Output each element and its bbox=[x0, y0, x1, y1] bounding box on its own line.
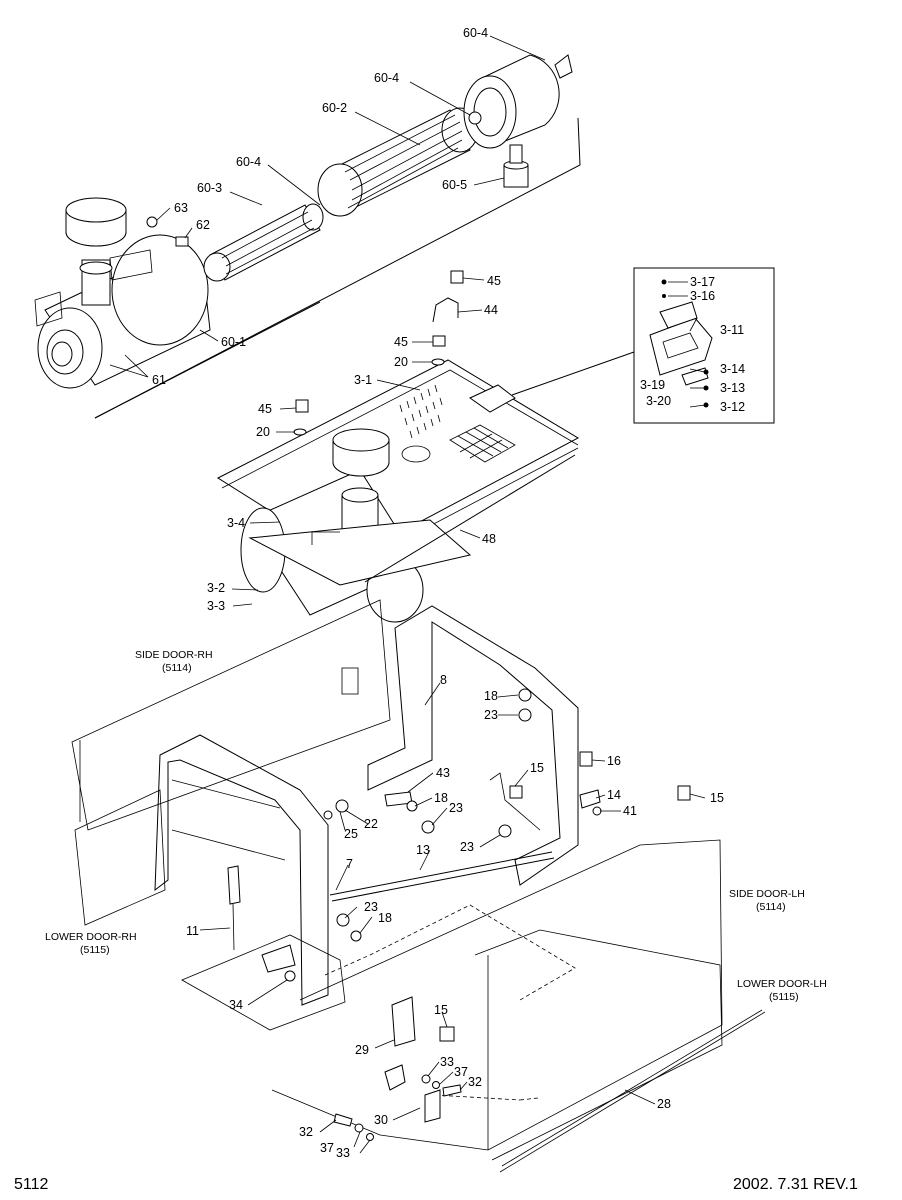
callout-18: 18 bbox=[434, 791, 448, 805]
callout-3-17: 3-17 bbox=[690, 275, 715, 289]
callout-22: 22 bbox=[364, 817, 378, 831]
callout-23: 23 bbox=[449, 801, 463, 815]
callout-11: 11 bbox=[186, 924, 199, 938]
door-labels: SIDE DOOR-RH (5114) LOWER DOOR-RH (5115)… bbox=[45, 649, 827, 1003]
leader-lines bbox=[109, 35, 706, 1154]
callout-18: 18 bbox=[484, 689, 498, 703]
callout-15: 15 bbox=[434, 1003, 448, 1017]
callout-3-4: 3-4 bbox=[227, 516, 245, 530]
label-side-door-rh: SIDE DOOR-RH bbox=[135, 649, 213, 661]
callout-62: 62 bbox=[196, 218, 210, 232]
callout-48: 48 bbox=[482, 532, 496, 546]
callout-63: 63 bbox=[174, 201, 188, 215]
callout-60-4: 60-4 bbox=[463, 26, 488, 40]
callout-16: 16 bbox=[607, 754, 621, 768]
callout-43: 43 bbox=[436, 766, 450, 780]
air-cleaner-assembly bbox=[34, 54, 581, 419]
side-door-lh bbox=[271, 839, 766, 1173]
hardware-parts bbox=[284, 270, 691, 1141]
callout-60-1: 60-1 bbox=[221, 335, 246, 349]
callout-44: 44 bbox=[484, 303, 498, 317]
callout-32: 32 bbox=[468, 1075, 482, 1089]
floor-plate bbox=[181, 934, 441, 1123]
callout-61: 61 bbox=[152, 373, 166, 387]
callout-29: 29 bbox=[355, 1043, 369, 1057]
callout-3-1: 3-1 bbox=[354, 373, 372, 387]
label-side-door-rh-ref: (5114) bbox=[162, 662, 192, 674]
callout-13: 13 bbox=[416, 843, 430, 857]
label-lower-door-rh-ref: (5115) bbox=[80, 944, 110, 956]
callout-60-2: 60-2 bbox=[322, 101, 347, 115]
callout-60-3: 60-3 bbox=[197, 181, 222, 195]
callout-15: 15 bbox=[710, 791, 724, 805]
callout-23: 23 bbox=[460, 840, 474, 854]
callout-20: 20 bbox=[256, 425, 270, 439]
latch-detail-inset bbox=[511, 267, 775, 424]
callout-3-2: 3-2 bbox=[207, 581, 225, 595]
callout-32: 32 bbox=[299, 1125, 313, 1139]
label-side-door-lh: SIDE DOOR-LH bbox=[729, 888, 805, 900]
callout-3-3: 3-3 bbox=[207, 599, 225, 613]
callout-45: 45 bbox=[394, 335, 408, 349]
side-door-rh bbox=[71, 599, 391, 926]
callout-45: 45 bbox=[487, 274, 501, 288]
callout-34: 34 bbox=[229, 998, 243, 1012]
callout-23: 23 bbox=[484, 708, 498, 722]
label-lower-door-lh: LOWER DOOR-LH bbox=[737, 978, 827, 990]
callout-3-19: 3-19 bbox=[640, 378, 665, 392]
callout-60-4: 60-4 bbox=[374, 71, 399, 85]
callout-60-4: 60-4 bbox=[236, 155, 261, 169]
page-code: 5112 bbox=[14, 1176, 49, 1193]
label-lower-door-lh-ref: (5115) bbox=[769, 991, 799, 1003]
callout-20: 20 bbox=[394, 355, 408, 369]
callout-3-16: 3-16 bbox=[690, 289, 715, 303]
callout-7: 7 bbox=[346, 857, 353, 871]
support-frame-8 bbox=[367, 605, 579, 886]
callout-labels: 60-4 60-4 60-2 60-4 60-3 60-5 63 62 60-1… bbox=[152, 26, 745, 1160]
callout-3-13: 3-13 bbox=[720, 381, 745, 395]
callout-41: 41 bbox=[623, 804, 637, 818]
callout-8: 8 bbox=[440, 673, 447, 687]
callout-25: 25 bbox=[344, 827, 358, 841]
callout-30: 30 bbox=[374, 1113, 388, 1127]
engine-hood-cover bbox=[216, 359, 580, 623]
callout-3-12: 3-12 bbox=[720, 400, 745, 414]
callout-33: 33 bbox=[336, 1146, 350, 1160]
support-frame-7 bbox=[154, 734, 555, 1006]
revision-date: 2002. 7.31 REV.1 bbox=[733, 1176, 858, 1193]
callout-60-5: 60-5 bbox=[442, 178, 467, 192]
callout-18: 18 bbox=[378, 911, 392, 925]
callout-37: 37 bbox=[454, 1065, 468, 1079]
callout-33: 33 bbox=[440, 1055, 454, 1069]
callout-23: 23 bbox=[364, 900, 378, 914]
label-side-door-lh-ref: (5114) bbox=[756, 901, 786, 913]
callout-3-20: 3-20 bbox=[646, 394, 671, 408]
callout-3-11: 3-11 bbox=[720, 323, 744, 337]
callout-15: 15 bbox=[530, 761, 544, 775]
callout-28: 28 bbox=[657, 1097, 671, 1111]
callout-37: 37 bbox=[320, 1141, 334, 1155]
callout-3-14: 3-14 bbox=[720, 362, 745, 376]
callout-14: 14 bbox=[607, 788, 621, 802]
callout-45: 45 bbox=[258, 402, 272, 416]
label-lower-door-rh: LOWER DOOR-RH bbox=[45, 931, 137, 943]
